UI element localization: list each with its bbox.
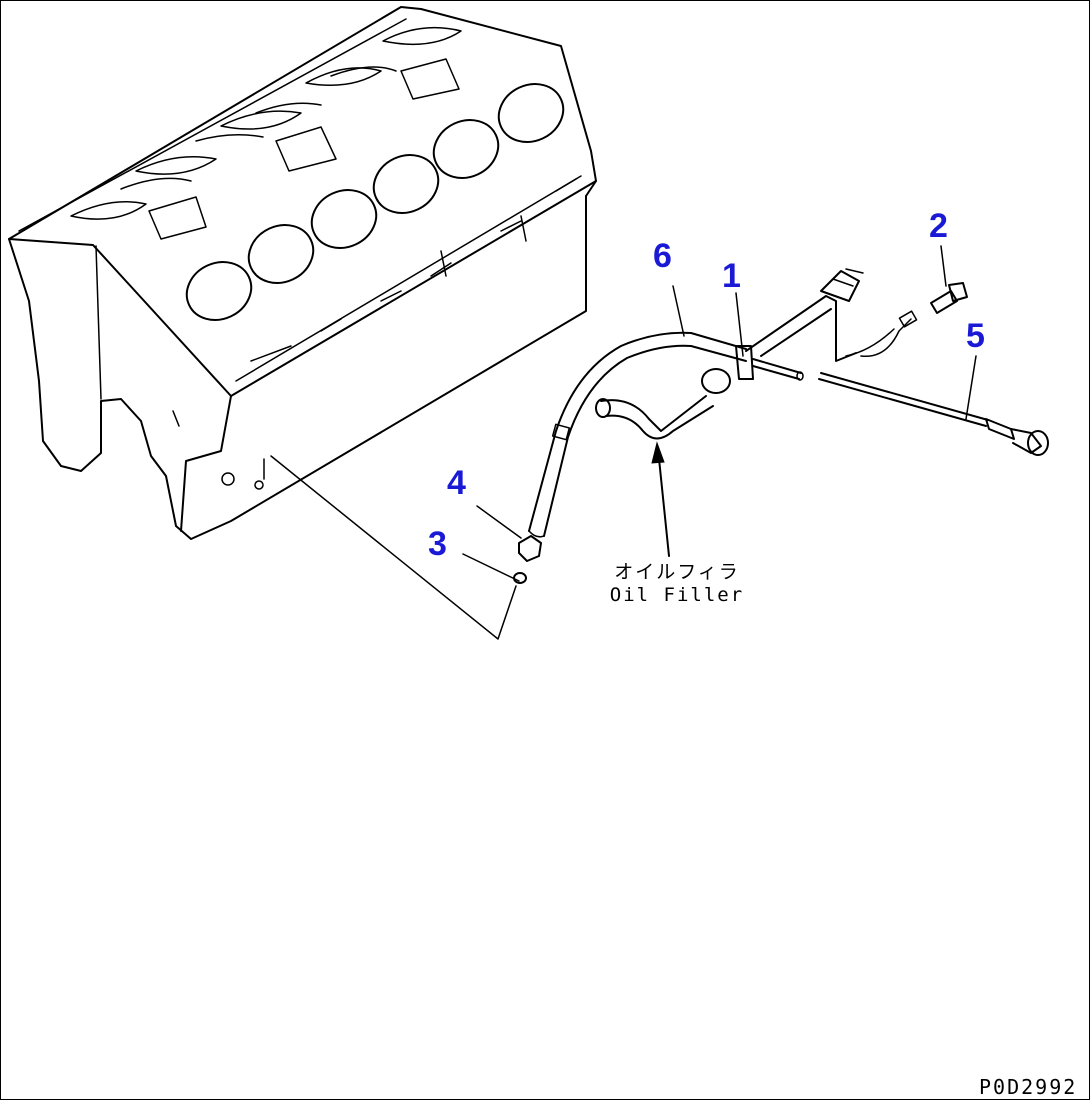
bolt	[930, 282, 968, 314]
callout-4: 4	[447, 464, 466, 502]
oil-filler-note-en: Oil Filler	[609, 583, 745, 606]
drawing-code: P0D2992	[979, 1075, 1078, 1099]
callout-2: 2	[929, 207, 948, 245]
oil-filler-arrow	[651, 441, 670, 557]
oil-filler-note-jp: オイルフィラ	[614, 561, 740, 583]
callout-6: 6	[653, 237, 672, 275]
oil-filler-note: オイルフィラ Oil Filler	[607, 561, 747, 607]
callout-5: 5	[966, 317, 985, 355]
filler-tube-assembly	[528, 268, 918, 538]
callout-1: 1	[722, 257, 741, 295]
leader-lines	[270, 245, 977, 640]
callout-3: 3	[428, 525, 447, 563]
washer	[513, 572, 527, 584]
nut	[518, 535, 542, 562]
dipstick	[818, 372, 1049, 456]
engine-block	[8, 6, 597, 540]
